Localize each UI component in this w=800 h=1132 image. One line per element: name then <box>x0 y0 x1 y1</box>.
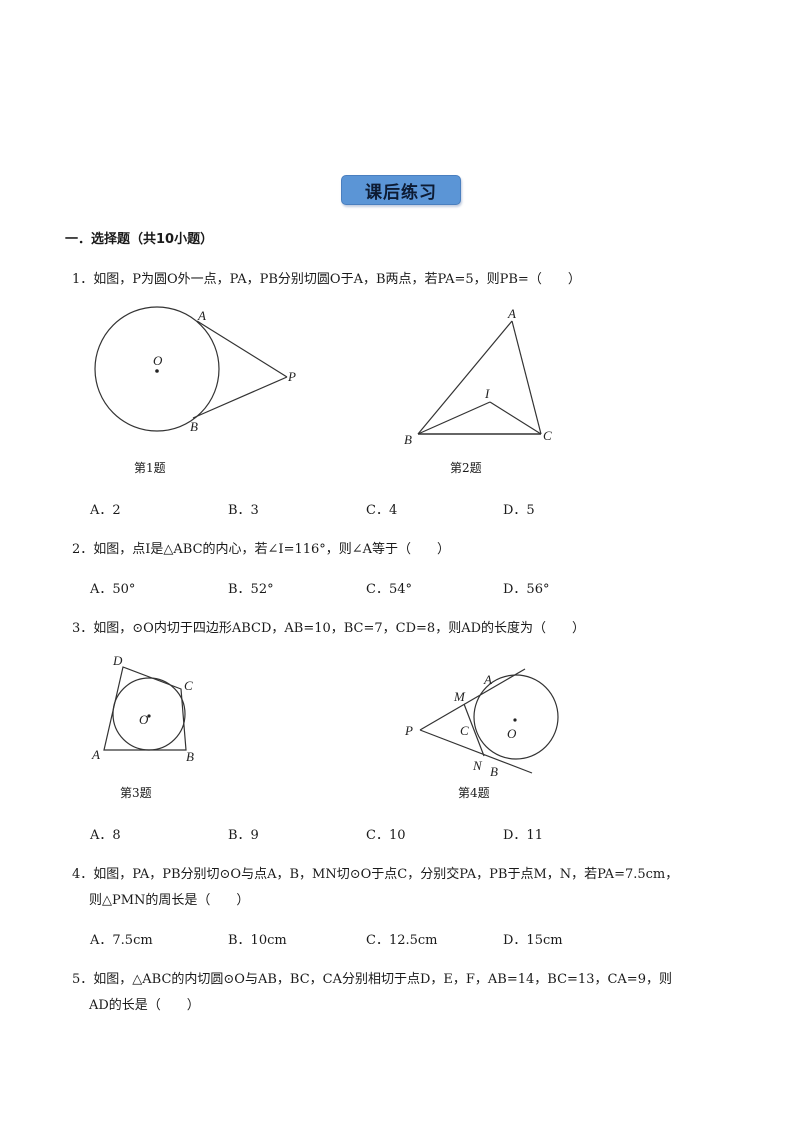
section-heading: 一．选择题（共10小题） <box>65 232 214 247</box>
page-title-banner: 课后练习 <box>341 175 461 205</box>
label-O: O <box>139 712 149 727</box>
question-text: 如图，P为圆O外一点，PA，PB分别切圆O于A，B两点，若PA=5，则PB=（ … <box>93 272 581 287</box>
label-N: N <box>472 758 483 773</box>
label-O: O <box>507 726 517 741</box>
figure-2-caption: 第2题 <box>450 461 482 475</box>
label-B: B <box>404 432 412 447</box>
option-a[interactable]: A．2 <box>90 503 121 518</box>
question-2: 2．如图，点I是△ABC的内心，若∠I=116°，则∠A等于（ ） <box>72 538 450 557</box>
option-a[interactable]: A．50° <box>90 582 136 597</box>
question-3: 3．如图，⊙O内切于四边形ABCD，AB=10，BC=7，CD=8，则AD的长度… <box>72 617 585 636</box>
option-b[interactable]: B．9 <box>228 828 259 843</box>
option-c[interactable]: C．4 <box>366 503 398 518</box>
question-text: 如图，PA，PB分别切⊙O与点A，B，MN切⊙O于点C，分别交PA，PB于点M，… <box>93 867 679 882</box>
question-4: 4．如图，PA，PB分别切⊙O与点A，B，MN切⊙O于点C，分别交PA，PB于点… <box>72 863 678 882</box>
option-d[interactable]: D．15cm <box>503 933 563 948</box>
label-D: D <box>112 653 123 668</box>
label-B: B <box>186 749 194 764</box>
question-text: 如图，点I是△ABC的内心，若∠I=116°，则∠A等于（ ） <box>93 542 451 557</box>
label-C: C <box>184 678 193 693</box>
question-text: 如图，△ABC的内切圆⊙O与AB，BC，CA分别相切于点D，E，F，AB=14，… <box>93 972 672 987</box>
label-C: C <box>543 428 552 443</box>
label-B: B <box>490 764 498 779</box>
question-number: 5． <box>72 972 94 987</box>
label-A: A <box>507 306 516 321</box>
page-title: 课后练习 <box>365 182 437 203</box>
figure-1-circle-tangents: O A P B <box>94 306 296 434</box>
label-A: A <box>483 672 492 687</box>
question-number: 2． <box>72 542 94 557</box>
question-number: 3． <box>72 621 94 636</box>
option-c[interactable]: C．12.5cm <box>366 933 438 948</box>
label-P: P <box>287 369 296 384</box>
label-O: O <box>153 353 163 368</box>
question-number: 1． <box>72 272 94 287</box>
label-I: I <box>484 386 490 401</box>
question-number: 4． <box>72 867 94 882</box>
option-c[interactable]: C．10 <box>366 828 406 843</box>
figure-4-caption: 第4题 <box>458 786 490 800</box>
figure-4-tangents-mn: P M A C O N B <box>404 668 559 779</box>
figure-3-caption: 第3题 <box>120 786 152 800</box>
option-b[interactable]: B．3 <box>228 503 259 518</box>
option-b[interactable]: B．10cm <box>228 933 287 948</box>
option-a[interactable]: A．8 <box>90 828 121 843</box>
figure-1-caption: 第1题 <box>134 461 166 475</box>
label-M: M <box>453 689 466 704</box>
question-5-line-2: AD的长是（ ） <box>89 998 200 1013</box>
figure-2-triangle-incenter: A B C I <box>404 306 552 447</box>
option-d[interactable]: D．11 <box>503 828 543 843</box>
figure-3-incircle-quadrilateral: O D C A B <box>91 653 194 764</box>
question-5: 5．如图，△ABC的内切圆⊙O与AB，BC，CA分别相切于点D，E，F，AB=1… <box>72 968 672 987</box>
label-A: A <box>197 308 206 323</box>
option-b[interactable]: B．52° <box>228 582 274 597</box>
label-A: A <box>91 747 100 762</box>
question-text: 如图，⊙O内切于四边形ABCD，AB=10，BC=7，CD=8，则AD的长度为（… <box>93 621 586 636</box>
label-P: P <box>404 723 413 738</box>
question-4-line-2: 则△PMN的周长是（ ） <box>89 893 250 908</box>
label-C: C <box>460 723 469 738</box>
option-d[interactable]: D．56° <box>503 582 550 597</box>
label-B: B <box>190 419 198 434</box>
question-1: 1．如图，P为圆O外一点，PA，PB分别切圆O于A，B两点，若PA=5，则PB=… <box>72 268 581 287</box>
option-a[interactable]: A．7.5cm <box>90 933 153 948</box>
option-d[interactable]: D．5 <box>503 503 535 518</box>
option-c[interactable]: C．54° <box>366 582 412 597</box>
